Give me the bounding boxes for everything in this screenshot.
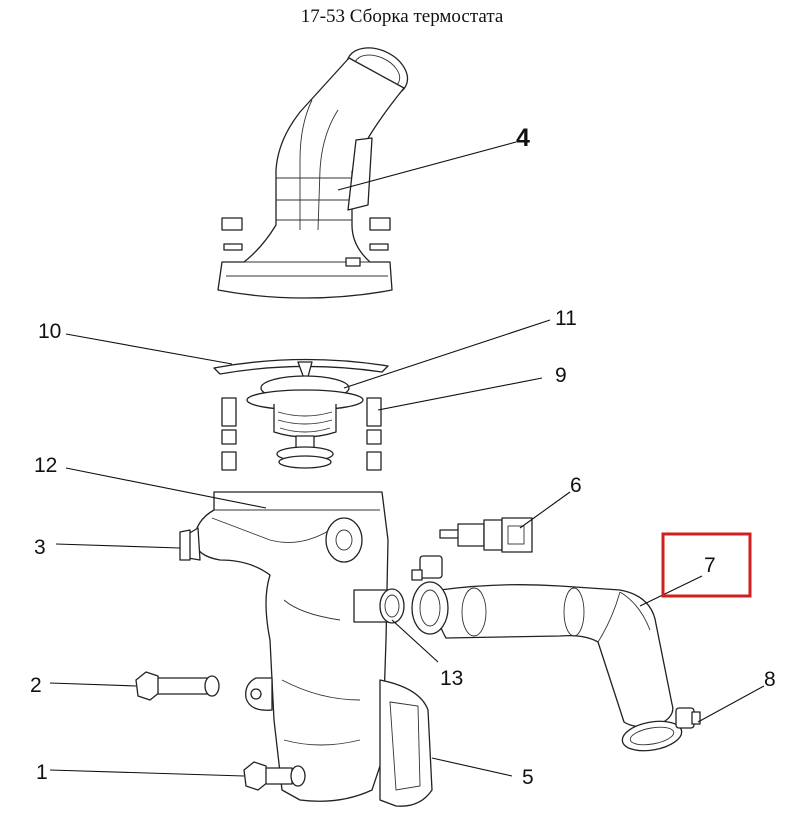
callout-5: 5 [522,766,534,789]
part-1-bolt[interactable] [243,761,306,791]
part-6-temperature-sensor[interactable] [439,517,533,553]
part-12-thermostat-housing[interactable] [179,491,433,807]
callout-1: 1 [36,761,48,784]
part-2-bolt[interactable] [135,671,220,701]
part-11-thermostat[interactable] [246,361,364,469]
callout-7: 7 [704,554,716,577]
callout-6: 6 [570,474,582,497]
diagram-title: 17-53 Сборка термостата [300,6,504,27]
callout-8: 8 [764,668,776,691]
callout-2: 2 [30,674,42,697]
part-10-gasket[interactable] [213,358,389,375]
callout-9: 9 [555,364,567,387]
hose-clamp-upper[interactable] [411,555,449,635]
callout-4: 4 [516,124,530,152]
part-4-outlet-elbow[interactable] [217,39,415,299]
callout-13: 13 [440,667,463,690]
part-8-hose-clamp[interactable] [620,707,701,755]
leader-lines [49,141,765,777]
callout-11: 11 [555,307,577,330]
part-9-studs[interactable] [221,397,382,471]
callout-10: 10 [38,320,61,343]
part-7-highlight-box [661,532,752,598]
callout-labels: 1 2 3 4 5 6 7 8 9 10 11 12 13 [30,124,776,789]
callout-3: 3 [34,536,46,559]
part-13-outlet-pipe[interactable] [353,588,405,624]
callout-12: 12 [34,454,57,477]
part-7-coolant-hose[interactable] [436,584,674,728]
